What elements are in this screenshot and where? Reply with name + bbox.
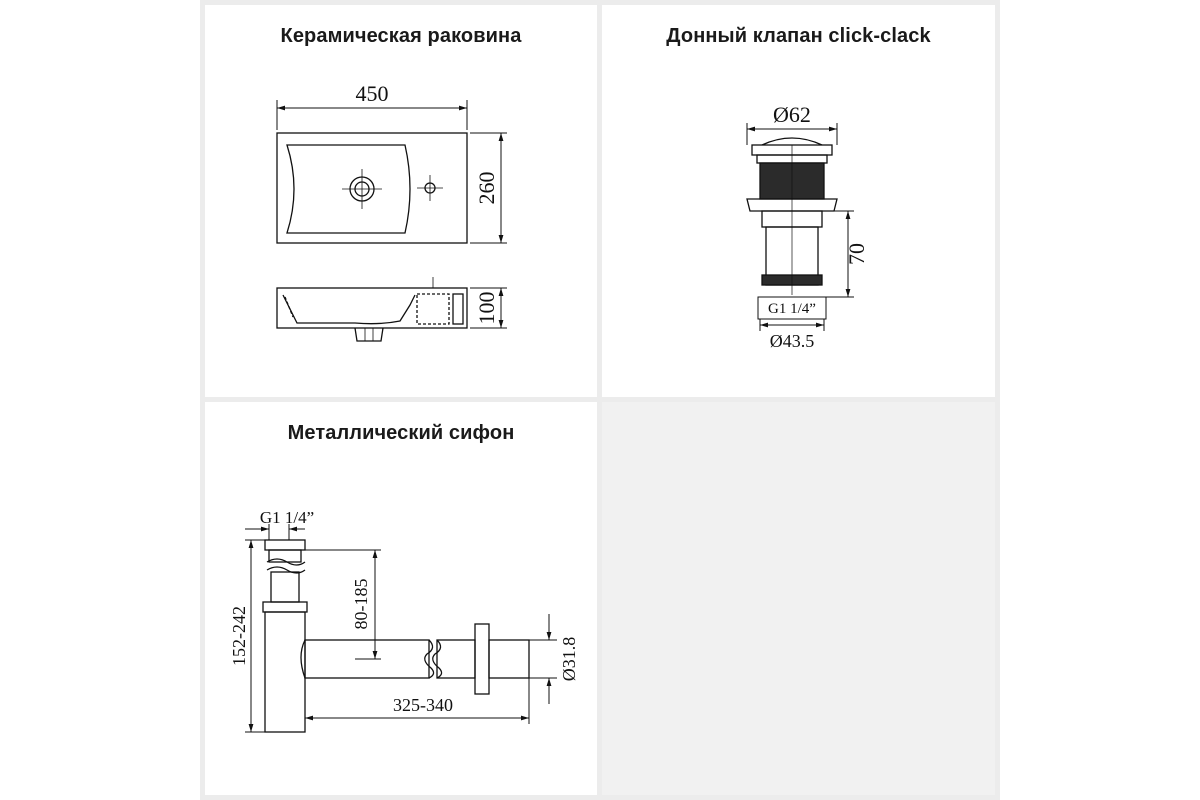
valve-cap-label: Ø62 bbox=[773, 102, 811, 127]
siphon-body bbox=[262, 539, 530, 733]
sink-width-dimension bbox=[276, 100, 468, 130]
sink-side-view bbox=[276, 277, 468, 342]
siphon-vertical-dimension bbox=[305, 549, 381, 660]
valve-panel: Донный клапан click-clack Ø62 bbox=[602, 5, 995, 397]
sink-top-view bbox=[276, 132, 468, 244]
valve-drawing: Ø62 70 bbox=[746, 102, 869, 351]
valve-thread-box bbox=[757, 296, 827, 320]
sink-width-label: 450 bbox=[356, 81, 389, 106]
siphon-length-label: 325-340 bbox=[393, 695, 453, 715]
sink-depth-dimension bbox=[470, 132, 507, 244]
siphon-height-dimension bbox=[245, 539, 265, 733]
sink-title: Керамическая раковина bbox=[280, 25, 522, 47]
siphon-pipe-dimension bbox=[529, 614, 557, 704]
valve-body bbox=[746, 137, 838, 295]
siphon-drawing: G1 1/4” bbox=[229, 508, 579, 733]
valve-height-label: 70 bbox=[844, 243, 869, 265]
siphon-panel: Металлический сифон G1 1/4” bbox=[205, 402, 597, 795]
diagram-grid: Керамическая раковина bbox=[200, 0, 1000, 800]
siphon-thread-label: G1 1/4” bbox=[260, 508, 314, 527]
siphon-title: Металлический сифон bbox=[287, 422, 515, 444]
sink-drawing: 450 260 bbox=[276, 81, 507, 342]
valve-title: Донный клапан click-clack bbox=[666, 25, 931, 47]
siphon-height-label: 152-242 bbox=[229, 606, 249, 666]
siphon-vertical-label: 80-185 bbox=[351, 579, 371, 630]
sink-depth-label: 260 bbox=[474, 172, 499, 205]
valve-base-label: Ø43.5 bbox=[770, 331, 815, 351]
valve-height-dimension bbox=[824, 210, 854, 298]
sink-height-label: 100 bbox=[474, 292, 499, 325]
sink-height-dimension bbox=[470, 287, 507, 329]
valve-cap-dimension bbox=[746, 123, 838, 145]
siphon-length-dimension bbox=[305, 678, 530, 724]
siphon-pipe-label: Ø31.8 bbox=[559, 637, 579, 682]
valve-base-dimension bbox=[759, 319, 825, 331]
valve-thread-label: G1 1/4” bbox=[768, 301, 816, 317]
siphon-thread-dimension bbox=[245, 524, 305, 540]
sink-panel: Керамическая раковина bbox=[205, 5, 597, 397]
empty-panel bbox=[602, 402, 995, 795]
